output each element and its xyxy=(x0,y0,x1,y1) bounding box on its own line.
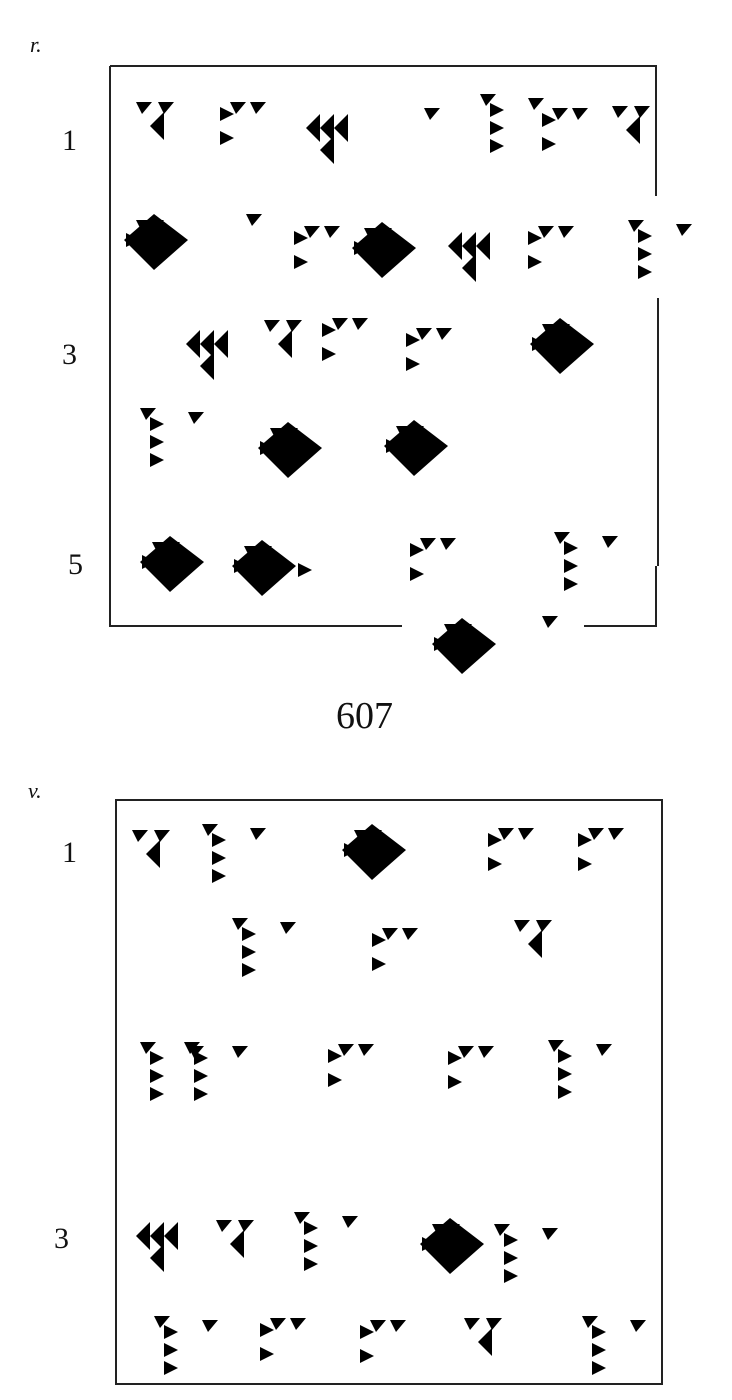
cuneiform-sign xyxy=(264,320,302,370)
tablet-b-signs xyxy=(132,824,646,1375)
tablet-frame-edge xyxy=(110,65,657,196)
cuneiform-sign xyxy=(548,1040,612,1099)
line-number: 3 xyxy=(54,1222,69,1255)
tablet-frame xyxy=(115,799,663,1385)
cuneiform-sign xyxy=(154,1316,218,1375)
line-number: 1 xyxy=(62,124,77,157)
cuneiform-sign xyxy=(136,1222,178,1272)
cuneiform-sign xyxy=(448,232,490,282)
cuneiform-sign xyxy=(464,1318,502,1368)
cuneiform-sign xyxy=(420,1218,484,1274)
cuneiform-sign xyxy=(202,824,266,883)
cuneiform-sign xyxy=(132,830,170,880)
line-number: 3 xyxy=(62,338,77,371)
cuneiform-sign xyxy=(424,108,440,158)
cuneiform-sign xyxy=(352,222,416,278)
cuneiform-sign xyxy=(260,1318,312,1368)
cuneiform-sign xyxy=(554,532,618,591)
cuneiform-sign xyxy=(294,226,346,276)
cuneiform-sign xyxy=(232,540,296,596)
side-label-obverse: v. xyxy=(28,778,42,803)
cuneiform-sign xyxy=(528,226,580,276)
cuneiform-sign xyxy=(384,420,448,476)
cuneiform-sign xyxy=(258,422,322,478)
cuneiform-sign xyxy=(232,918,296,977)
cuneiform-sign xyxy=(306,114,348,164)
cuneiform-sign xyxy=(298,563,350,577)
cuneiform-sign xyxy=(448,1046,500,1096)
cuneiform-sign xyxy=(136,102,174,152)
cuneiform-sign xyxy=(578,828,630,878)
cuneiform-sign xyxy=(410,538,462,588)
cuneiform-sign xyxy=(582,1316,646,1375)
cuneiform-sign xyxy=(628,220,692,279)
side-label-reverse: r. xyxy=(30,32,42,57)
cuneiform-sign xyxy=(612,106,650,156)
tablet-a-signs xyxy=(124,94,692,674)
cuneiform-sign xyxy=(494,1224,558,1283)
cuneiform-sign xyxy=(140,536,204,592)
line-number: 1 xyxy=(62,836,77,869)
cuneiform-sign xyxy=(406,328,458,378)
cuneiform-sign xyxy=(186,330,228,380)
cuneiform-sign xyxy=(140,408,204,467)
cuneiform-sign xyxy=(216,1220,254,1270)
cuneiform-sign xyxy=(432,618,496,674)
cuneiform-sign xyxy=(342,824,406,880)
tablet-frame-edge xyxy=(584,566,657,627)
cuneiform-sign xyxy=(322,318,374,368)
cuneiform-sign xyxy=(542,108,594,158)
cuneiform-sign xyxy=(360,1320,412,1370)
cuneiform-sign xyxy=(514,920,552,970)
cuneiform-sign xyxy=(542,616,558,666)
cuneiform-sign xyxy=(220,102,272,152)
cuneiform-sign xyxy=(124,214,188,270)
cuneiform-sign xyxy=(328,1044,380,1094)
cuneiform-sign xyxy=(372,928,424,978)
cuneiform-sign xyxy=(488,828,540,878)
cuneiform-sign xyxy=(530,318,594,374)
cuneiform-sign xyxy=(246,214,262,264)
tablet-frame-edge xyxy=(109,66,402,627)
text-number: 607 xyxy=(336,695,393,737)
cuneiform-sign xyxy=(294,1212,358,1271)
cuneiform-sign xyxy=(480,94,544,153)
line-number: 5 xyxy=(68,548,83,581)
